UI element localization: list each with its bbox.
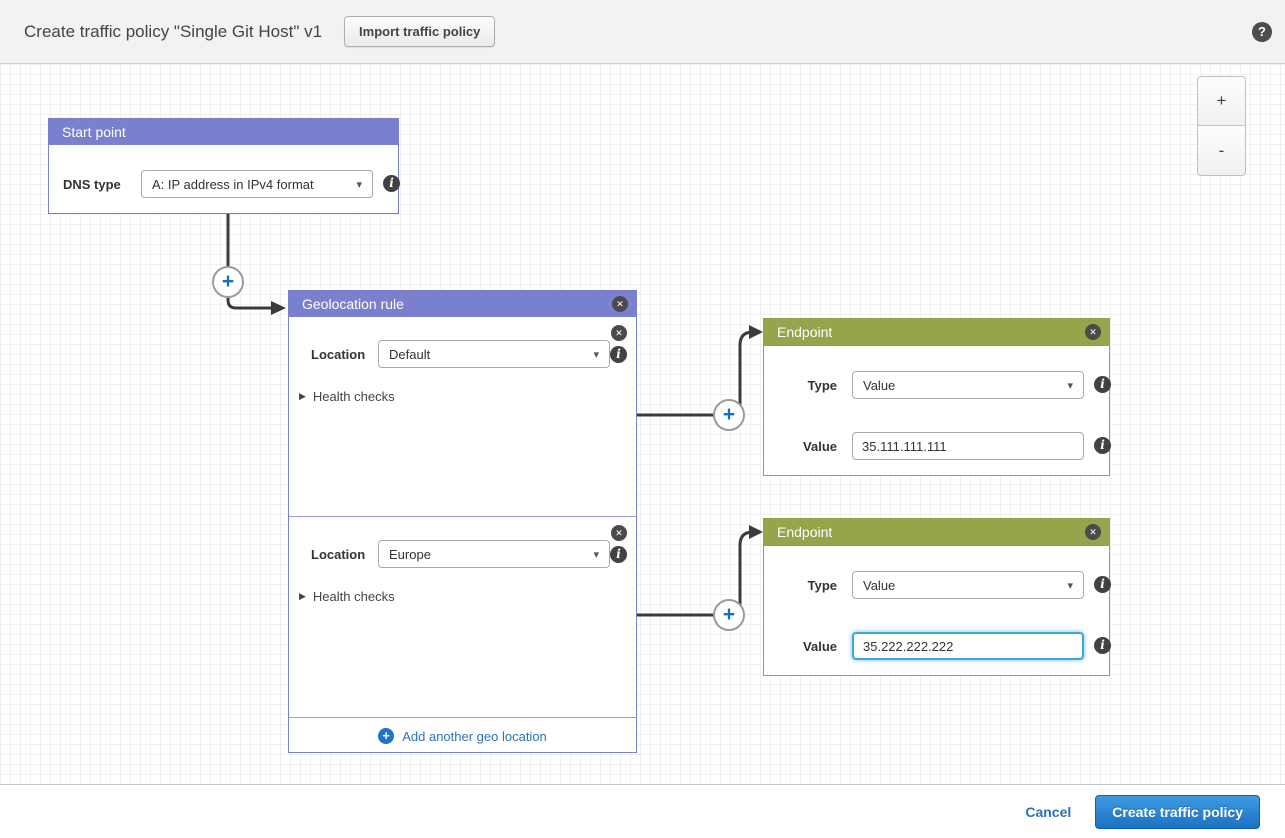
endpoint-type-selected-value: Value bbox=[863, 377, 896, 393]
dns-type-selected-value: A: IP address in IPv4 format bbox=[152, 176, 314, 192]
add-endpoint-connector-button-2[interactable]: + bbox=[713, 599, 745, 631]
add-geo-location-label: Add another geo location bbox=[402, 728, 547, 744]
endpoint-2-value-input[interactable] bbox=[852, 632, 1084, 660]
page-title: Create traffic policy "Single Git Host" … bbox=[24, 21, 323, 41]
endpoint-value-info-icon[interactable]: i bbox=[1094, 637, 1111, 654]
geolocation-rule-title: Geolocation rule bbox=[302, 296, 404, 312]
chevron-down-icon: ▾ bbox=[1067, 579, 1073, 592]
chevron-down-icon: ▾ bbox=[1067, 379, 1073, 392]
location-dropdown-default[interactable]: Default ▾ bbox=[378, 340, 610, 368]
zoom-out-button[interactable]: - bbox=[1197, 126, 1246, 176]
chevron-down-icon: ▾ bbox=[356, 178, 362, 191]
dns-type-dropdown[interactable]: A: IP address in IPv4 format ▾ bbox=[141, 170, 373, 198]
endpoint-title: Endpoint bbox=[777, 324, 833, 340]
canvas-zoom-controls: + - bbox=[1197, 76, 1246, 176]
start-point-header: Start point bbox=[49, 119, 398, 145]
endpoint-type-selected-value: Value bbox=[863, 577, 896, 593]
endpoint-type-label: Type bbox=[807, 578, 837, 593]
endpoint-node-2: Endpoint ✕ Type Value ▾ i Value i bbox=[763, 518, 1111, 676]
add-plus-icon: + bbox=[378, 728, 395, 744]
health-checks-label: Health checks bbox=[312, 589, 395, 604]
geolocation-rule-close-icon[interactable]: ✕ bbox=[612, 296, 628, 312]
create-traffic-policy-button[interactable]: Create traffic policy bbox=[1095, 794, 1260, 829]
start-point-node: Start point DNS type A: IP address in IP… bbox=[48, 118, 400, 214]
endpoint-1-value-input[interactable] bbox=[852, 432, 1084, 460]
footer-action-bar: Cancel Create traffic policy bbox=[0, 785, 1285, 838]
location-selected-value: Default bbox=[389, 346, 431, 362]
health-checks-label: Health checks bbox=[312, 389, 395, 404]
dns-type-info-icon[interactable]: i bbox=[383, 175, 400, 192]
location-label: Location bbox=[311, 347, 366, 362]
endpoint-1-close-icon[interactable]: ✕ bbox=[1085, 324, 1101, 340]
traffic-policy-canvas[interactable]: + - Start point DNS type A: IP address i… bbox=[0, 64, 1285, 785]
endpoint-2-type-dropdown[interactable]: Value ▾ bbox=[852, 571, 1084, 599]
location-label: Location bbox=[311, 547, 366, 562]
endpoint-1-type-dropdown[interactable]: Value ▾ bbox=[852, 371, 1084, 399]
top-header-bar: Create traffic policy "Single Git Host" … bbox=[0, 0, 1285, 64]
location-selected-value: Europe bbox=[389, 546, 431, 562]
geo-rule-section-europe: ✕ Location Europe ▾ i ▶ Health checks bbox=[289, 517, 636, 718]
endpoint-2-close-icon[interactable]: ✕ bbox=[1085, 524, 1101, 540]
health-checks-expander[interactable]: ▶ Health checks bbox=[299, 389, 395, 404]
location-info-icon[interactable]: i bbox=[610, 346, 627, 363]
endpoint-value-label: Value bbox=[803, 639, 837, 654]
location-info-icon[interactable]: i bbox=[610, 546, 627, 563]
add-rule-connector-button[interactable]: + bbox=[212, 266, 244, 298]
geo-rule-europe-close-icon[interactable]: ✕ bbox=[611, 525, 627, 541]
zoom-in-button[interactable]: + bbox=[1197, 76, 1246, 126]
endpoint-title: Endpoint bbox=[777, 524, 833, 540]
health-checks-expander[interactable]: ▶ Health checks bbox=[299, 589, 395, 604]
expander-triangle-icon: ▶ bbox=[299, 391, 306, 401]
endpoint-node-1: Endpoint ✕ Type Value ▾ i Value i bbox=[763, 318, 1111, 476]
dns-type-label: DNS type bbox=[63, 177, 121, 192]
endpoint-value-label: Value bbox=[803, 439, 837, 454]
import-traffic-policy-button[interactable]: Import traffic policy bbox=[344, 16, 496, 47]
help-icon[interactable]: ? bbox=[1252, 22, 1272, 42]
expander-triangle-icon: ▶ bbox=[299, 591, 306, 601]
geo-rule-default-close-icon[interactable]: ✕ bbox=[611, 325, 627, 341]
endpoint-type-info-icon[interactable]: i bbox=[1094, 376, 1111, 393]
endpoint-type-info-icon[interactable]: i bbox=[1094, 576, 1111, 593]
endpoint-value-info-icon[interactable]: i bbox=[1094, 437, 1111, 454]
endpoint-type-label: Type bbox=[807, 378, 837, 393]
cancel-button[interactable]: Cancel bbox=[1025, 803, 1072, 820]
geolocation-rule-node: Geolocation rule ✕ ✕ Location Default ▾ … bbox=[288, 290, 637, 753]
add-geo-location-link[interactable]: + Add another geo location bbox=[289, 718, 636, 754]
geo-rule-section-default: ✕ Location Default ▾ i ▶ Health checks bbox=[289, 317, 636, 517]
add-endpoint-connector-button-1[interactable]: + bbox=[713, 399, 745, 431]
chevron-down-icon: ▾ bbox=[593, 348, 599, 361]
location-dropdown-europe[interactable]: Europe ▾ bbox=[378, 540, 610, 568]
chevron-down-icon: ▾ bbox=[593, 548, 599, 561]
